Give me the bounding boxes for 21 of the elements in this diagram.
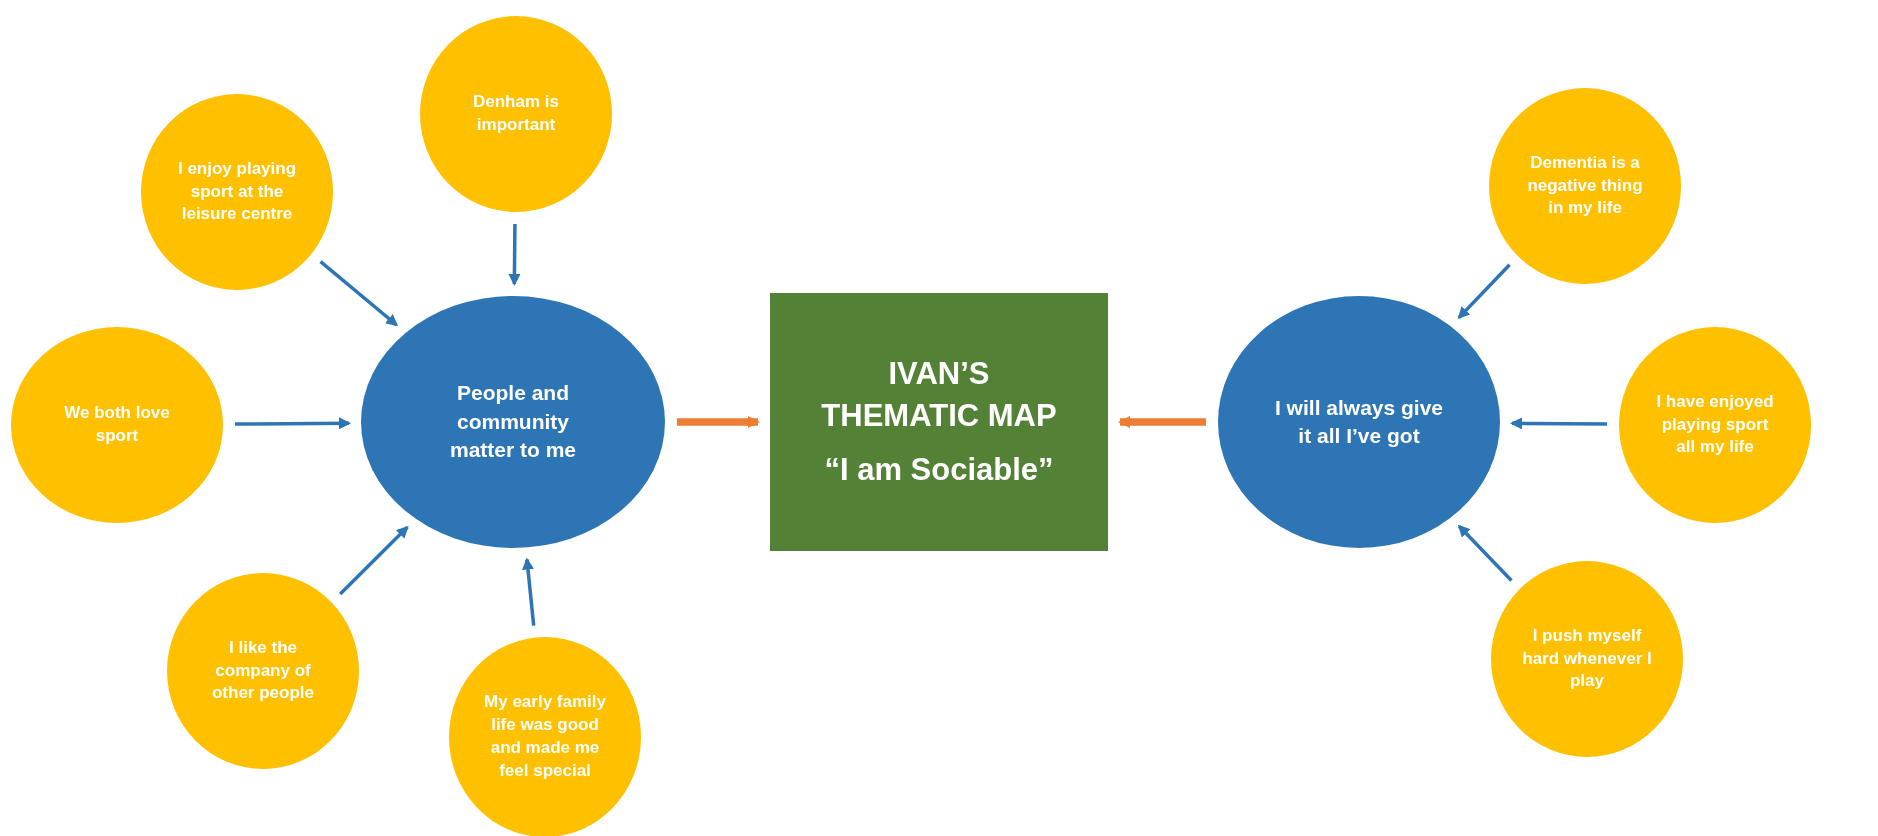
statement-text: I enjoy playing sport at the leisure centre	[176, 157, 298, 226]
map-subtitle: “I am Sociable”	[824, 450, 1054, 489]
arrow	[508, 223, 521, 286]
arrow	[235, 417, 351, 430]
arrow	[339, 525, 409, 596]
statement-text: People and community matter to me	[449, 380, 577, 464]
statement-text: I push myself hard whenever I play	[1522, 624, 1652, 693]
statement-text: I have enjoyed playing sport all my life	[1655, 390, 1775, 459]
arrow	[1457, 524, 1513, 582]
arrow	[1457, 263, 1511, 320]
statement-text: Dementia is a negative thing in my life	[1526, 151, 1644, 220]
statement-text: I like the company of other people	[211, 636, 315, 705]
map-title: IVAN’S THEMATIC MAP	[820, 355, 1058, 436]
arrow	[1510, 417, 1607, 430]
title-box	[770, 293, 1108, 551]
statement-text: Denham is important	[472, 91, 560, 136]
arrow	[319, 260, 399, 327]
statement-text: We both love sport	[63, 402, 171, 447]
statement-text: I will always give it all I’ve got	[1274, 394, 1444, 449]
statement-text: My early family life was good and made me feel special	[483, 691, 607, 782]
arrow	[522, 557, 536, 626]
